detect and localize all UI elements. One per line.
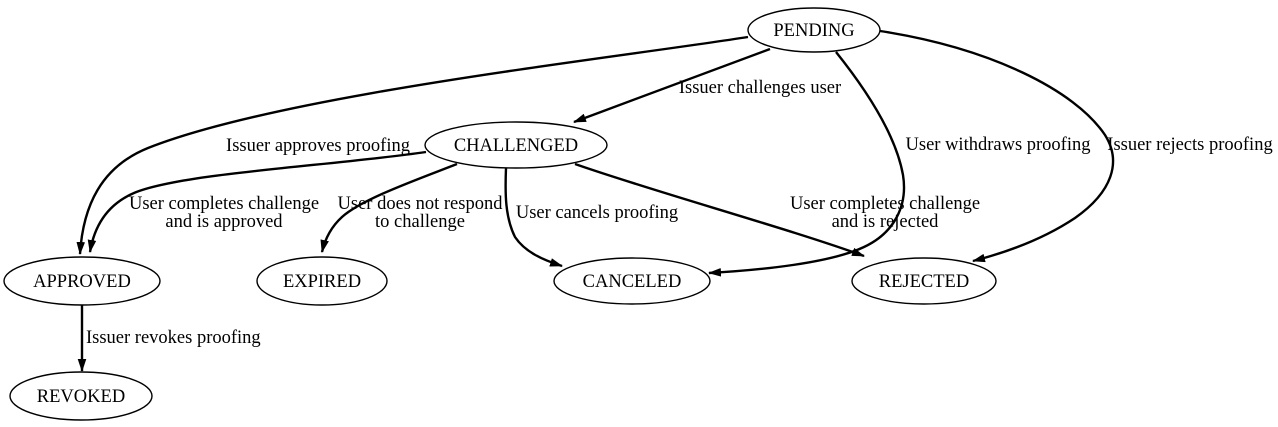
edge-challenged-approved (87, 150, 427, 253)
edge-challenged-expired (320, 162, 458, 253)
edge-label-challenged-canceled: User cancels proofing (516, 203, 678, 223)
node-label-revoked: REVOKED (37, 387, 125, 407)
node-approved (3, 256, 161, 306)
edge-label-pending-approved: Issuer approves proofing (226, 136, 410, 156)
node-expired (256, 256, 388, 306)
node-label-rejected: REJECTED (879, 272, 969, 292)
node-rejected (851, 257, 997, 305)
node-label-canceled: CANCELED (583, 272, 682, 292)
node-challenged (424, 121, 608, 169)
node-revoked (9, 371, 153, 421)
edge-label-approved-revoked: Issuer revokes proofing (86, 328, 261, 348)
edge-challenged-rejected (574, 162, 865, 258)
nodes-layer: PENDING CHALLENGED APPROVED EXPIRED CANCELED… (3, 7, 997, 421)
node-label-approved: APPROVED (33, 272, 131, 292)
node-canceled (553, 257, 711, 305)
node-label-expired: EXPIRED (283, 272, 361, 292)
node-label-pending: PENDING (773, 21, 854, 41)
edge-pending-rejected (879, 29, 1115, 263)
edge-pending-canceled (708, 51, 906, 277)
edge-label-pending-challenged: Issuer challenges user (679, 78, 841, 98)
edge-label-pending-canceled: User withdraws proofing (906, 135, 1091, 155)
edge-challenged-canceled (504, 167, 563, 268)
edge-pending-approved (76, 35, 749, 255)
edge-label-pending-rejected: Issuer rejects proofing (1107, 135, 1272, 155)
node-pending (747, 7, 881, 53)
node-label-challenged: CHALLENGED (454, 136, 578, 156)
edge-pending-challenged (573, 47, 771, 124)
edges-layer (76, 29, 1115, 372)
